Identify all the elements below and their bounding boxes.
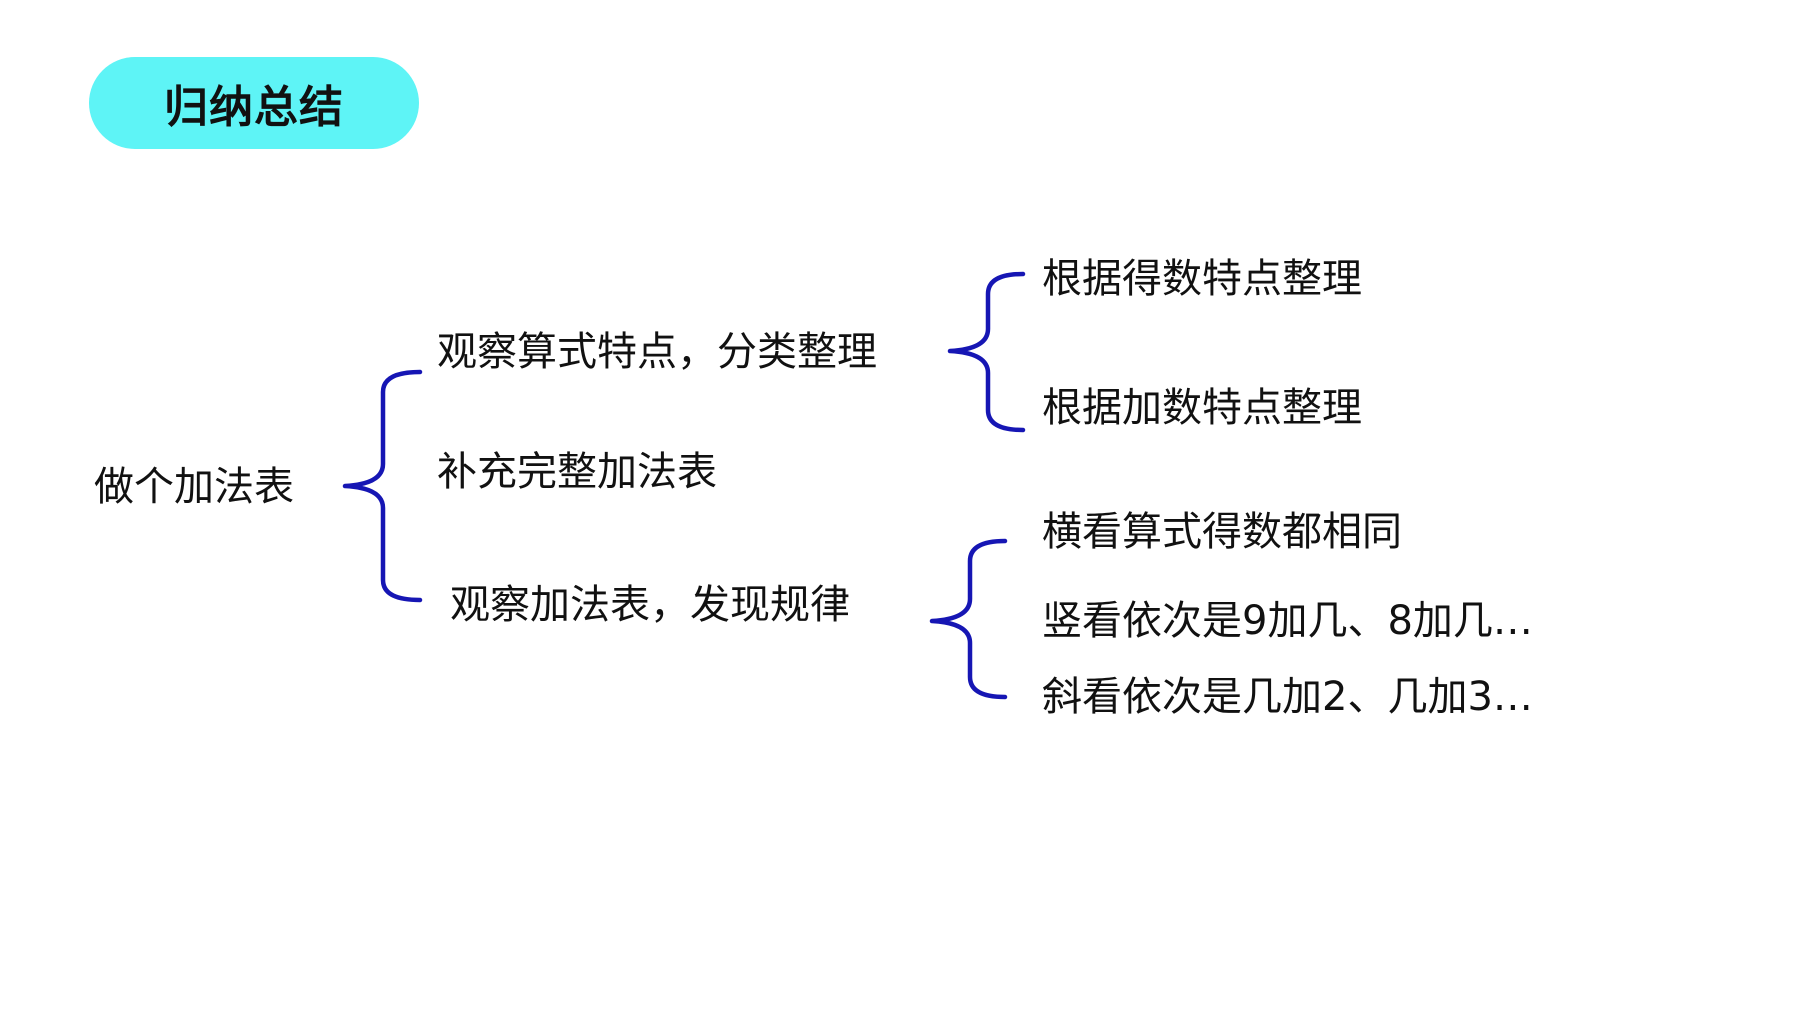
branch3-brace (929, 538, 1008, 700)
title-text: 归纳总结 (164, 82, 344, 133)
branch-2-label: 补充完整加法表 (437, 449, 717, 495)
branch-3-child-2: 竖看依次是9加几、8加几… (1042, 598, 1533, 644)
branch-3-child-1: 横看算式得数都相同 (1042, 509, 1402, 555)
branch1-brace (947, 271, 1026, 433)
branch-1-child-2: 根据加数特点整理 (1042, 385, 1362, 431)
branch-3-label: 观察加法表，发现规律 (450, 582, 850, 628)
branch-3-child-3: 斜看依次是几加2、几加3… (1042, 674, 1533, 720)
branch-1-child-1: 根据得数特点整理 (1042, 256, 1362, 302)
branch-1-label: 观察算式特点，分类整理 (437, 329, 877, 375)
root-brace (342, 369, 423, 603)
title-badge: 归纳总结 (89, 57, 419, 149)
root-node: 做个加法表 (94, 464, 294, 510)
